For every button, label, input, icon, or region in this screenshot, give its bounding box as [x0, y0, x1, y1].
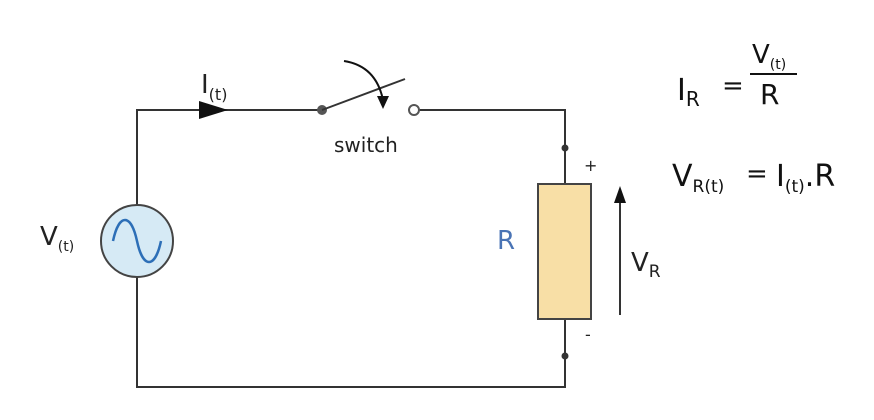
wire-top-right [414, 109, 566, 184]
resistor-top-node [561, 144, 569, 152]
switch-label: switch [334, 133, 398, 157]
switch-blade [321, 78, 406, 111]
resistor-bottom-node [561, 352, 569, 360]
voltage-label: VR [631, 248, 661, 282]
minus-sign: - [585, 325, 591, 344]
source-label: V(t) [40, 222, 74, 255]
voltage-arrow-icon [614, 186, 626, 203]
switch-contact-right [408, 104, 420, 116]
current-label: I(t) [201, 70, 227, 104]
eq1-numerator: V(t) [752, 40, 786, 73]
equation-current: IR = V(t) R [677, 40, 797, 111]
eq2-lhs: VR(t) [672, 159, 724, 197]
wire-left-top [136, 109, 322, 205]
plus-sign: + [584, 156, 597, 175]
wires [136, 109, 566, 388]
switch-action-arrow-icon [343, 60, 384, 101]
eq2-rhs: I(t).R [776, 159, 835, 197]
eq1-lhs: IR [677, 73, 700, 111]
ac-source [100, 204, 174, 278]
current-arrow-icon [199, 101, 228, 119]
eq1-denominator: R [760, 78, 779, 111]
switch-action-arrowhead-icon [377, 96, 389, 109]
sine-wave-icon [111, 219, 163, 263]
switch [317, 60, 420, 116]
eq1-equals: = [722, 71, 744, 101]
resistor-body [537, 183, 592, 320]
wire-bottom [136, 277, 566, 388]
eq2-equals: = [746, 159, 768, 189]
equation-voltage: VR(t) = I(t).R [672, 159, 835, 197]
resistor-label: R [497, 226, 515, 256]
